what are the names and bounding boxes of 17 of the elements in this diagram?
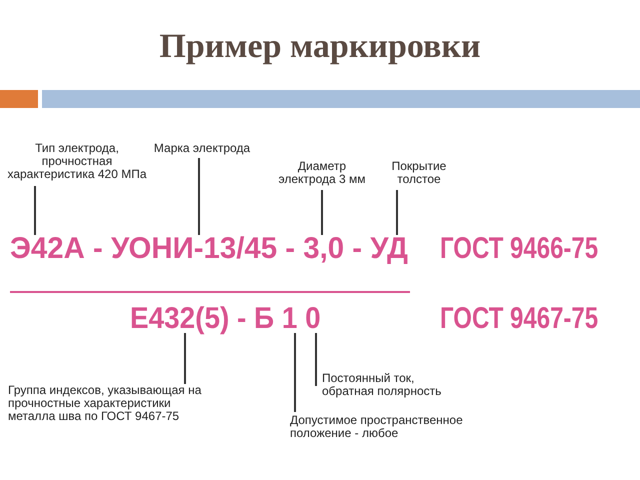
leader-line [321,190,323,235]
standard-code: ГОСТ 9466-75 [440,232,598,266]
annotation-text: Постоянный ток, обратная полярность [322,372,462,398]
leader-line [396,190,398,235]
annotation-text: Группа индексов, указывающая на прочностные характеристики металла шва по ГОСТ 9467-75 [8,384,213,423]
title: Пример маркировки [158,28,482,66]
leader-line [198,158,200,235]
marking-code: Э42А - УОНИ-13/45 - 3,0 - УД [10,232,408,266]
annotation-text: Допустимое пространственное положение - любое [290,414,490,440]
annotation-text: Диаметр электрода 3 мм [268,160,376,186]
leader-line [315,333,317,386]
leader-line [294,333,296,412]
annotation-text: Покрытие толстое [384,160,454,186]
leader-line [34,186,36,235]
standard-code: ГОСТ 9467-75 [440,302,598,336]
marking-code: Е432(5) - Б 1 0 [130,302,321,336]
leader-line [184,333,186,384]
